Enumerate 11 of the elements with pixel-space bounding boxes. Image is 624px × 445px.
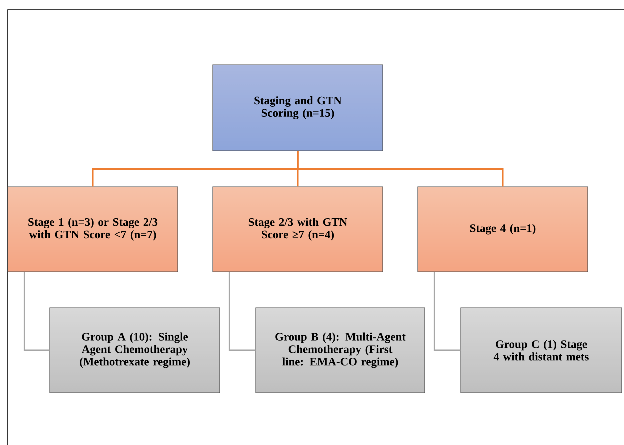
connector-line [297,151,504,187]
connector-line [24,272,50,352]
stage-box: Stage 4 (n=1) [418,186,588,272]
connector-line [434,272,461,352]
stage-box: Stage 1 (n=3) or Stage 2/3 with GTN Score <7 (n=7) [8,186,178,272]
group-box: Group B (4): Multi-Agent Chemotherapy (First line: EMA-CO regime) [256,308,426,394]
group-box: Group C (1) Stage 4 with distant mets [460,308,622,394]
group-box: Group A (10): Single Agent Chemotherapy (Methotrexate regime) [50,308,220,394]
stage-box: Stage 2/3 with GTN Score ≥7 (n=4) [212,186,384,272]
connector-line [228,272,256,352]
root-box: Staging and GTN Scoring (n=15) [212,64,384,152]
